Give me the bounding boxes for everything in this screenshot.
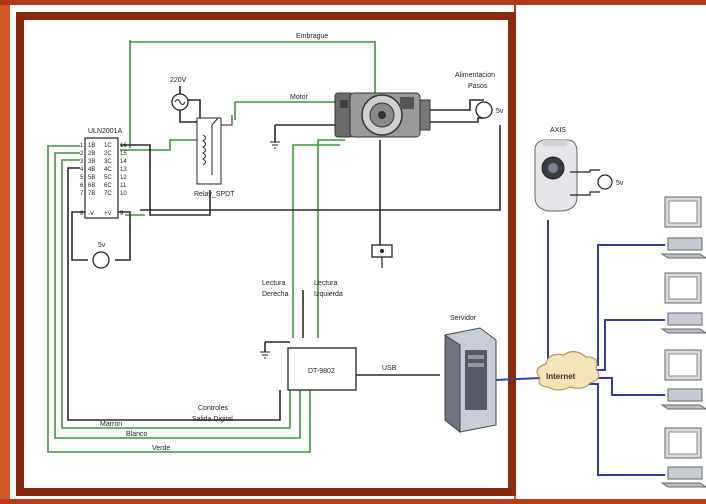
chip-out-7c: 7C	[104, 191, 112, 197]
wire-blanco	[54, 152, 301, 439]
chip-pin-12: 12	[120, 175, 127, 181]
chip-in-2b: 2B	[88, 151, 95, 157]
chip-pin-13: 13	[120, 167, 127, 173]
chip-in-5b: 5B	[88, 175, 95, 181]
chip-pin-9: 9	[120, 211, 124, 217]
chip-pin-8: 8	[80, 211, 84, 217]
chip-label: ULN2001A	[88, 128, 123, 135]
network-lines	[495, 220, 665, 476]
label-verde: Verde	[152, 445, 170, 452]
chip-pin-1: 1	[80, 143, 84, 149]
left-panel	[10, 0, 514, 499]
chip-pos-v: +V	[104, 211, 112, 217]
chip-in-3b: 3B	[88, 159, 95, 165]
wire-verde	[47, 145, 311, 453]
computer-icon-4	[660, 427, 706, 488]
label-lectura-derecha-1: Lectura	[262, 280, 285, 287]
wire-lectura-derecha	[292, 144, 340, 338]
chip-pin-4: 4	[80, 167, 84, 173]
chip-out-4c: 4C	[104, 167, 112, 173]
ground-symbols	[260, 141, 280, 359]
chip-in-1b: 1B	[88, 143, 95, 149]
internet-cloud-icon: Internet	[536, 350, 600, 391]
chip-in-4b: 4B	[88, 167, 95, 173]
chip-pin-14: 14	[120, 159, 127, 165]
label-internet: Internet	[546, 372, 576, 381]
chip-out-6c: 6C	[104, 183, 112, 189]
label-alimentacion: Alimentacion	[455, 72, 495, 79]
label-lectura-izquierda-1: Lectura	[314, 280, 337, 287]
label-pasos: Pasos	[468, 83, 488, 90]
panel-frame	[16, 12, 516, 496]
label-daq: DT-9802	[308, 368, 335, 375]
stepper-5v-supply: 5v	[475, 101, 504, 119]
chip-in-7b: 7B	[88, 191, 95, 197]
computer-icon-2	[660, 272, 706, 334]
label-servidor: Servidor	[450, 315, 477, 322]
left-edge	[0, 0, 10, 499]
label-lectura-derecha-2: Derecha	[262, 291, 289, 298]
chip-out-2c: 2C	[104, 151, 112, 157]
label-motor: Motor	[290, 94, 309, 101]
chip-5v-supply: 5v	[92, 242, 110, 269]
chip-pin-6: 6	[80, 183, 84, 189]
computer-icon-1	[660, 196, 706, 259]
stepper-motor	[334, 92, 431, 138]
wire-marron	[61, 159, 291, 429]
chip-pin-16: 16	[120, 143, 127, 149]
chip-pin-15: 15	[120, 151, 127, 157]
label-salida-digital: Salida Digital	[192, 416, 233, 423]
chip-pin-3: 3	[80, 159, 84, 165]
wires	[47, 40, 501, 453]
pendulum-weight	[371, 244, 393, 268]
label-220v: 220V	[170, 77, 187, 84]
axis-camera-icon: AXIS 5v	[534, 127, 624, 212]
wire-embrague	[129, 41, 376, 148]
chip-out-3c: 3C	[104, 159, 112, 165]
chip-pin-2: 2	[80, 151, 84, 157]
label-5v-chip: 5v	[98, 242, 106, 249]
label-marron: Marron	[100, 421, 122, 428]
wire-lectura-izquierda	[317, 139, 345, 338]
label-usb: USB	[382, 365, 397, 372]
chip-out-5c: 5C	[104, 175, 112, 181]
label-relay: Relay_SPDT	[194, 191, 235, 198]
chip-in-6b: 6B	[88, 183, 95, 189]
computer-icon-3	[660, 349, 706, 410]
label-5v-stepper: 5v	[496, 108, 504, 115]
chip-out-1c: 1C	[104, 143, 112, 149]
wire-motor	[234, 101, 345, 120]
chip-neg-v: -V	[88, 211, 94, 217]
label-controles: Controles	[198, 405, 228, 412]
chip-pin-7: 7	[80, 191, 84, 197]
chip-pin-5: 5	[80, 175, 84, 181]
server-icon: Servidor	[444, 315, 497, 434]
top-edge	[0, 0, 706, 5]
chip-pin-10: 10	[120, 191, 127, 197]
label-embrague: Embrague	[296, 33, 328, 40]
label-5v-camera: 5v	[616, 180, 624, 187]
label-blanco: Blanco	[126, 431, 148, 438]
chip-pin-11: 11	[120, 183, 127, 189]
relay: Relay_SPDT	[194, 115, 235, 198]
daq-box: DT-9802	[287, 347, 357, 391]
uln2001a-chip: ULN2001A 1 2 3 4 5 6 7 1B 2B 3B 4B 5B 6B…	[80, 128, 127, 219]
label-axis: AXIS	[550, 127, 566, 134]
ac-source: 220V	[170, 77, 189, 111]
label-lectura-izquierda-2: Izquierda	[314, 291, 343, 298]
